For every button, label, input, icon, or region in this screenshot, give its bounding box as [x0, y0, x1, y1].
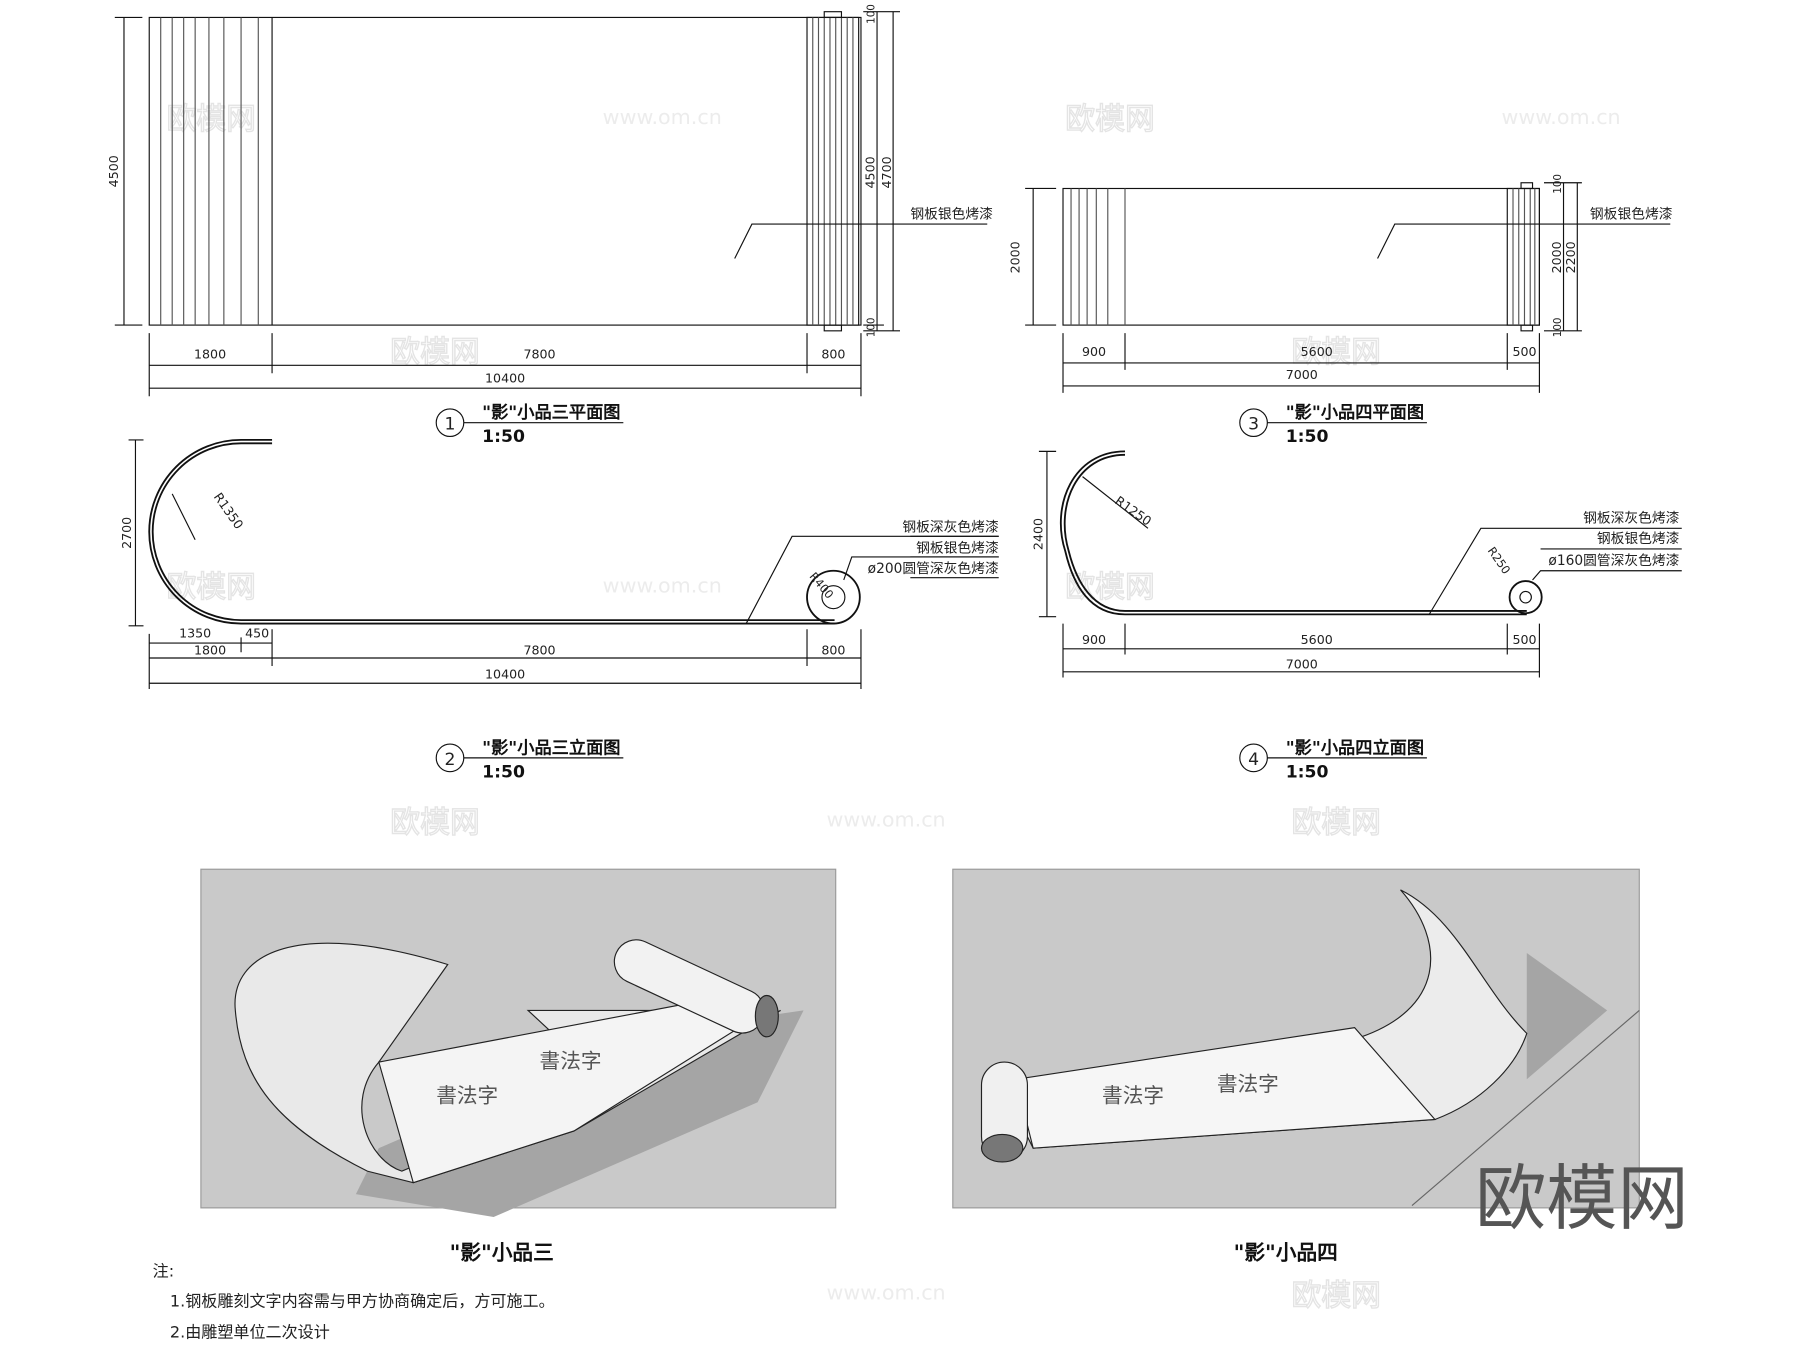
svg-text:7000: 7000: [1286, 656, 1318, 671]
render-sculpture-4: 書法字 書法字 欧模网: [952, 868, 1689, 1240]
svg-text:書法字: 書法字: [1102, 1083, 1164, 1107]
watermark-logo: 欧模网: [390, 335, 479, 370]
svg-text:3: 3: [1248, 415, 1259, 435]
svg-text:7000: 7000: [1286, 367, 1318, 382]
svg-text:1:50: 1:50: [1286, 427, 1329, 447]
svg-text:ø200圆管深灰色烤漆: ø200圆管深灰色烤漆: [868, 560, 999, 577]
render-caption-3: "影"小品三: [450, 1241, 554, 1265]
svg-text:1:50: 1:50: [1286, 762, 1329, 782]
svg-text:1:50: 1:50: [482, 762, 525, 782]
watermark-url: www.om.cn: [827, 1281, 946, 1305]
svg-text:钢板银色烤漆: 钢板银色烤漆: [910, 205, 993, 222]
svg-text:2000: 2000: [1007, 241, 1022, 273]
svg-text:ø160圆管深灰色烤漆: ø160圆管深灰色烤漆: [1548, 552, 1679, 569]
svg-text:書法字: 書法字: [540, 1049, 602, 1073]
watermark-logo: 欧模网: [1291, 1278, 1380, 1313]
svg-text:2400: 2400: [1030, 518, 1045, 550]
svg-text:7800: 7800: [523, 346, 555, 361]
watermark-url: www.om.cn: [827, 808, 946, 832]
svg-text:10400: 10400: [485, 667, 525, 682]
svg-text:钢板深灰色烤漆: 钢板深灰色烤漆: [902, 519, 999, 536]
notes: 注: 1.钢板雕刻文字内容需与甲方协商确定后，方可施工。 2.由雕塑单位二次设计: [153, 1262, 555, 1342]
svg-text:900: 900: [1082, 632, 1106, 647]
svg-text:2700: 2700: [119, 517, 134, 549]
svg-text:1.钢板雕刻文字内容需与甲方协商确定后，方可施工。: 1.钢板雕刻文字内容需与甲方协商确定后，方可施工。: [170, 1292, 555, 1311]
plan-view-4: 2000 2000 2200 100 100 钢板银色烤漆 900 5600 5…: [1007, 174, 1672, 447]
watermark-logo: 欧模网: [1291, 335, 1380, 370]
svg-text:900: 900: [1082, 344, 1106, 359]
plan-view-3: 4500 4500 4700 100 100 钢板银色烤漆 1800 7800 …: [106, 4, 993, 447]
svg-text:R1250: R1250: [1112, 493, 1154, 529]
svg-text:100: 100: [866, 4, 878, 24]
svg-text:100: 100: [1552, 318, 1564, 338]
svg-text:钢板银色烤漆: 钢板银色烤漆: [1597, 530, 1680, 547]
svg-text:書法字: 書法字: [436, 1083, 498, 1107]
svg-text:1:50: 1:50: [482, 427, 525, 447]
watermark-logo: 欧模网: [166, 102, 255, 137]
svg-text:100: 100: [1552, 174, 1564, 194]
svg-text:500: 500: [1512, 632, 1536, 647]
svg-text:5600: 5600: [1301, 632, 1333, 647]
watermark-url: www.om.cn: [1502, 105, 1621, 129]
svg-text:钢板深灰色烤漆: 钢板深灰色烤漆: [1583, 510, 1680, 527]
watermark-logo: 欧模网: [1291, 805, 1380, 840]
svg-text:钢板银色烤漆: 钢板银色烤漆: [916, 539, 999, 556]
svg-text:800: 800: [821, 643, 845, 658]
svg-text:1800: 1800: [194, 643, 226, 658]
svg-text:1350: 1350: [179, 625, 211, 640]
svg-text:10400: 10400: [485, 370, 525, 385]
svg-text:1800: 1800: [194, 346, 226, 361]
svg-text:5600: 5600: [1301, 344, 1333, 359]
watermark-url: www.om.cn: [603, 574, 722, 598]
svg-text:2: 2: [445, 750, 456, 770]
watermark-logo: 欧模网: [390, 805, 479, 840]
watermark-url: www.om.cn: [603, 105, 722, 129]
svg-text:2000: 2000: [1549, 241, 1564, 273]
render-caption-4: "影"小品四: [1234, 1241, 1338, 1265]
svg-text:R1350: R1350: [211, 490, 247, 532]
elevation-view-3: R1350 R400 2700 钢板深灰色烤漆 钢板银色烤漆 ø200圆管深灰色…: [119, 438, 999, 782]
svg-text:"影"小品三立面图: "影"小品三立面图: [482, 737, 620, 758]
svg-text:1: 1: [445, 415, 456, 435]
svg-text:4700: 4700: [879, 156, 894, 188]
svg-text:4: 4: [1248, 750, 1259, 770]
svg-text:450: 450: [245, 625, 269, 640]
svg-text:書法字: 書法字: [1217, 1072, 1279, 1096]
svg-text:100: 100: [866, 318, 878, 338]
watermark-logo: 欧模网: [1065, 102, 1154, 137]
elevation-view-4: R1250 R250 2400 钢板深灰色烤漆 钢板银色烤漆 ø160圆管深灰色…: [1030, 450, 1682, 782]
svg-text:4500: 4500: [863, 156, 878, 188]
svg-text:R250: R250: [1485, 544, 1514, 576]
svg-text:500: 500: [1512, 344, 1536, 359]
svg-text:"影"小品四平面图: "影"小品四平面图: [1286, 403, 1424, 423]
plan3-title: "影"小品三平面图: [482, 403, 620, 423]
svg-text:2200: 2200: [1563, 241, 1578, 273]
svg-text:4500: 4500: [106, 155, 121, 187]
svg-text:7800: 7800: [523, 643, 555, 658]
svg-text:钢板银色烤漆: 钢板银色烤漆: [1590, 205, 1673, 222]
watermark-logo: 欧模网: [166, 570, 255, 605]
svg-text:"影"小品四立面图: "影"小品四立面图: [1286, 737, 1424, 758]
svg-text:注:: 注:: [153, 1262, 174, 1281]
svg-text:2.由雕塑单位二次设计: 2.由雕塑单位二次设计: [170, 1323, 330, 1342]
svg-text:800: 800: [821, 346, 845, 361]
watermark-logo-large: 欧模网: [1475, 1157, 1688, 1240]
